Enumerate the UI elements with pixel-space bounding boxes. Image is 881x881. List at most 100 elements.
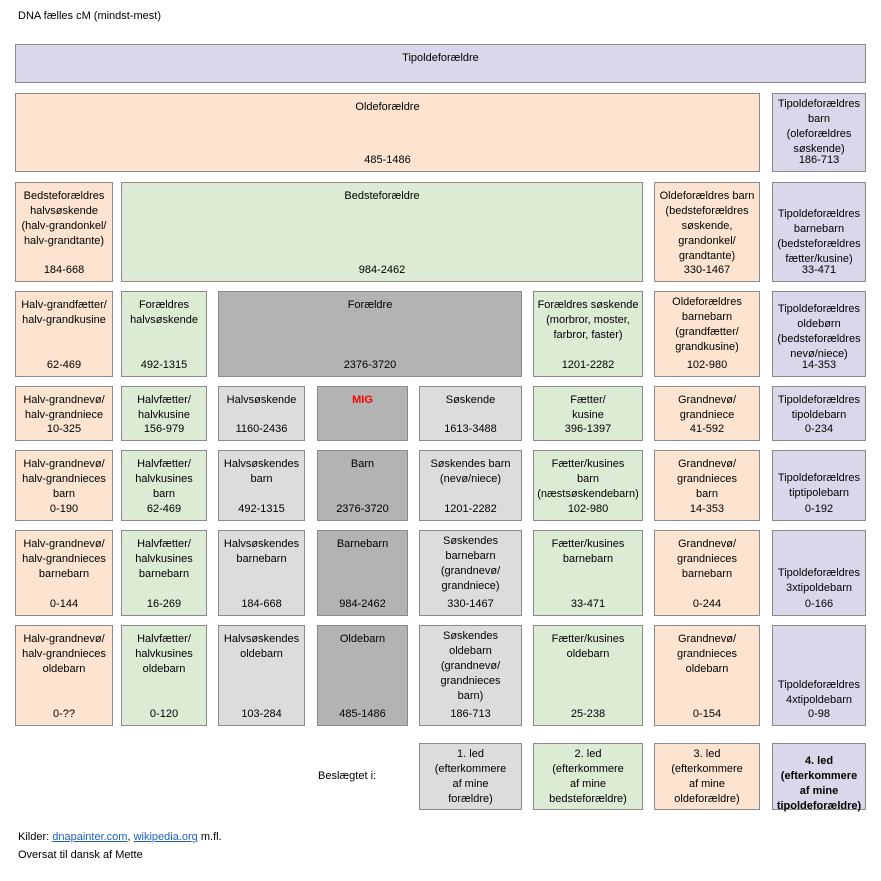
cell-label: Oldeforældres barn (bedsteforældres søsk… [659,190,755,262]
cell-value: 186-713 [450,708,491,720]
cell-label: Forældres halvsøskende [130,299,198,326]
cell-label: Halvsøskendes barnebarn [223,538,300,565]
cell-value: 330-1467 [683,264,731,276]
cell-r7-c2: Halvfætter/ halvkusines oldebarn 0-120 [121,625,207,726]
cell-value: 0-190 [49,503,79,515]
cell-label: Bedsteforældres halvsøskende (halv-grand… [21,190,107,247]
cell-label: Søskendes barn (nevø/niece) [430,458,511,485]
wikipedia-link[interactable]: wikipedia.org [133,831,198,843]
cell-value: 62-469 [146,503,182,515]
cell-value: 103-284 [241,708,282,720]
cell-label: Oldeforældre [355,101,420,113]
cell-value: 156-979 [143,423,185,435]
cell-label: Halvfætter/ halvkusine [137,394,191,421]
cell-value: 33-471 [801,264,837,276]
cell-r4-c8: Tipoldeforældres tipoldebarn 0-234 [772,386,866,441]
cell-r6-c8: Tipoldeforældres 3xtipoldebarn 0-166 [772,530,866,616]
cell-label: Fætter/ kusine [570,394,606,421]
cell-value: 0-166 [804,598,834,610]
legend-led-2: 2. led (efterkommere af mine bedsteforæl… [533,743,643,810]
cell-r7-c4: Oldebarn 485-1486 [317,625,408,726]
cell-value: 2376-3720 [343,359,397,371]
cell-value: 485-1486 [364,154,411,166]
cell-value: 0-234 [804,423,834,435]
cell-label: Halvfætter/ halvkusines oldebarn [135,633,193,675]
cell-label: Tipoldeforældres tiptipolebarn [777,472,861,499]
cell-r4-c1: Halv-grandnevø/ halv-grandniece 10-325 [15,386,113,441]
cell-halv-grandfaetter: Halv-grandfætter/ halv-grandkusine 62-46… [15,291,113,377]
cell-label: Søskendes oldebarn (grandnevø/ grandniec… [440,630,501,702]
cell-label: Tipoldeforældres oldebørn (bedsteforældr… [777,303,861,360]
cell-label: Halvsøskendes oldebarn [223,633,300,660]
cell-r6-c5: Søskendes barnebarn (grandnevø/ grandnie… [419,530,522,616]
cell-label: Tipoldeforældres 3xtipoldebarn [777,567,861,594]
cell-oldeforaeldre: Oldeforældre 485-1486 [15,93,760,172]
cell-tipold-oldebarn: Tipoldeforældres oldebørn (bedsteforældr… [772,291,866,377]
cell-r5-c4: Barn 2376-3720 [317,450,408,521]
legend-text: 4. led (efterkommere af mine tipoldeforæ… [776,755,862,812]
cell-label: Halvsøskende [226,394,297,406]
cell-label: Søskendes barnebarn (grandnevø/ grandnie… [440,535,501,592]
legend-led-3: 3. led (efterkommere af mine oldeforældr… [654,743,760,810]
cell-r5-c7: Grandnevø/ grandnieces barn 14-353 [654,450,760,521]
cell-r5-c5: Søskendes barn (nevø/niece) 1201-2282 [419,450,522,521]
cell-value: 184-668 [241,598,282,610]
cell-label: Bedsteforældre [344,190,420,202]
cell-r4-c6: Fætter/ kusine 396-1397 [533,386,643,441]
cell-r7-c7: Grandnevø/ grandnieces oldebarn 0-154 [654,625,760,726]
cell-r4-c3: Halvsøskende 1160-2436 [218,386,305,441]
cell-value: 184-668 [43,264,85,276]
cell-label: Halvfætter/ halvkusines barn [135,458,193,500]
cell-value: 0-120 [149,708,179,720]
cell-value: 102-980 [567,503,609,515]
cell-label: Fætter/kusines oldebarn [551,633,625,660]
cell-tipold-barnebarn: Tipoldeforældres barnebarn (bedsteforæld… [772,182,866,282]
cell-r5-c6: Fætter/kusines barn (næstsøskendebarn) 1… [533,450,643,521]
cell-value: 1613-3488 [444,423,497,435]
cell-label: Fætter/kusines barn (næstsøskendebarn) [537,458,639,500]
cell-value: 62-469 [46,359,82,371]
cell-foraeldre: Forældre 2376-3720 [218,291,522,377]
cell-value: 492-1315 [238,503,285,515]
cell-r7-c3: Halvsøskendes oldebarn 103-284 [218,625,305,726]
cell-value: 2376-3720 [336,503,389,515]
cell-value: 33-471 [570,598,606,610]
sources-suffix: m.fl. [200,831,222,843]
cell-label: Halvfætter/ halvkusines barnebarn [135,538,193,580]
cell-label: Tipoldeforældres tipoldebarn [777,394,861,421]
cell-bedste-halv: Bedsteforældres halvsøskende (halv-grand… [15,182,113,282]
cell-r6-c2: Halvfætter/ halvkusines barnebarn 16-269 [121,530,207,616]
cell-value: 16-269 [146,598,182,610]
cell-r4-c2: Halvfætter/ halvkusine 156-979 [121,386,207,441]
cell-label: Halv-grandnevø/ halv-grandnieces barn [22,458,106,500]
cell-value: 14-353 [801,359,837,371]
cell-value: 25-238 [570,708,606,720]
cell-r5-c3: Halvsøskendes barn 492-1315 [218,450,305,521]
cell-r7-c8: Tipoldeforældres 4xtipoldebarn 0-98 [772,625,866,726]
cell-label: Halv-grandnevø/ halv-grandnieces oldebar… [22,633,106,675]
sources-separator: , [127,831,131,843]
cell-value: 0-144 [49,598,79,610]
cell-r6-c7: Grandnevø/ grandnieces barnebarn 0-244 [654,530,760,616]
cell-value: 1201-2282 [444,503,497,515]
cell-value: 102-980 [686,359,728,371]
cell-r6-c6: Fætter/kusines barnebarn 33-471 [533,530,643,616]
cell-value: 10-325 [46,423,82,435]
legend-led-4: 4. led (efterkommere af mine tipoldeforæ… [772,743,866,812]
translated-by: Oversat til dansk af Mette [18,849,143,861]
cell-value: 0-192 [804,503,834,515]
chart-title: DNA fælles cM (mindst-mest) [18,10,162,22]
cell-r5-c2: Halvfætter/ halvkusines barn 62-469 [121,450,207,521]
cell-value: 0-?? [52,708,76,720]
cell-label: Fætter/kusines barnebarn [551,538,625,565]
dnapainter-link[interactable]: dnapainter.com [52,831,128,843]
cell-label: Grandnevø/ grandnieces oldebarn [677,633,737,675]
cell-r7-c6: Fætter/kusines oldebarn 25-238 [533,625,643,726]
cell-value: 984-2462 [339,598,386,610]
cell-r5-c1: Halv-grandnevø/ halv-grandnieces barn 0-… [15,450,113,521]
cell-value: 0-154 [692,708,722,720]
legend-label: Beslægtet i: [318,770,377,782]
cell-r6-c3: Halvsøskendes barnebarn 184-668 [218,530,305,616]
cell-olde-barnebarn: Oldeforældres barnebarn (grandfætter/ gr… [654,291,760,377]
cell-label: Tipoldeforældres barnebarn (bedsteforæld… [777,208,861,265]
